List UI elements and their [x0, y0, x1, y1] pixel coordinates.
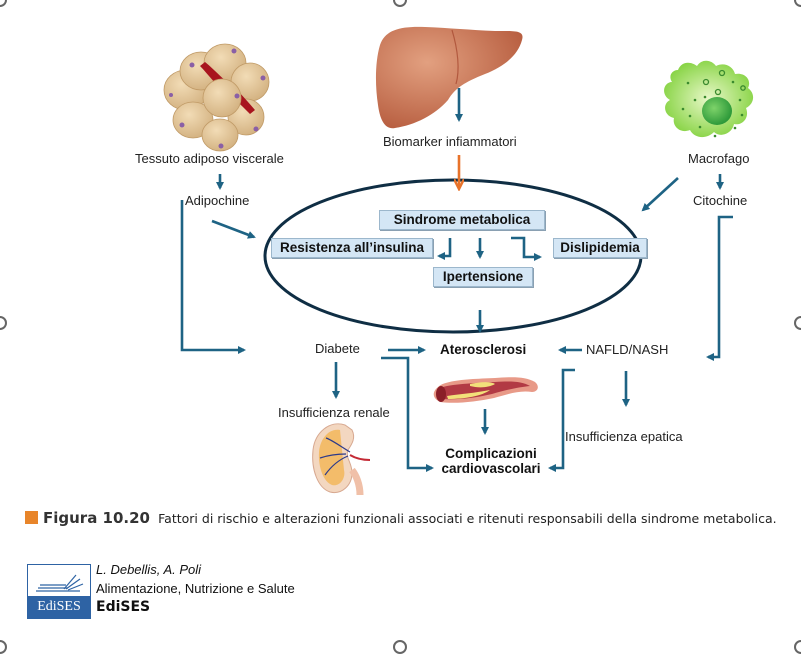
label-adipose-tissue: Tessuto adiposo viscerale [135, 151, 284, 166]
resize-handle-top-right[interactable] [794, 0, 801, 7]
label-complicazioni-cardiovascolari: Complicazioni cardiovascolari [436, 446, 546, 476]
label-insufficienza-epatica: Insufficienza epatica [565, 429, 683, 444]
figure-label: Figura 10.20 [43, 509, 150, 527]
artery-plaque-icon [433, 377, 538, 403]
resize-handle-top-center[interactable] [393, 0, 407, 7]
caption-square-icon [25, 511, 38, 524]
box-sindrome-metabolica: Sindrome metabolica [379, 210, 545, 230]
kidney-icon [312, 423, 371, 496]
box-dislipidemia: Dislipidemia [553, 238, 647, 258]
arrow-diabete-to-cardio [381, 356, 434, 472]
label-citochine: Citochine [693, 193, 748, 208]
label-macrophage: Macrofago [688, 151, 750, 166]
arrow-syndrome-to-insulin [437, 238, 452, 260]
label-nafld-nash: NAFLD/NASH [586, 342, 669, 357]
publisher-book-title: Alimentazione, Nutrizione e Salute [96, 581, 295, 596]
resize-handle-bottom-center[interactable] [393, 640, 407, 654]
label-adipochine: Adipochine [185, 193, 250, 208]
arrow-syndrome-to-dislipidemia [511, 236, 542, 261]
label-diabete: Diabete [315, 341, 360, 356]
label-insufficienza-renale: Insufficienza renale [278, 405, 390, 420]
publisher-name: EdiSES [96, 599, 151, 615]
label-biomarker: Biomarker infiammatori [383, 134, 517, 149]
label-cardio-line2: cardiovascolari [441, 461, 541, 476]
resize-handle-bottom-right[interactable] [794, 640, 801, 654]
arrow-citochine-to-nafld [706, 215, 733, 361]
arrow-macrophage-to-syndrome [641, 177, 679, 212]
box-ipertensione: Ipertensione [433, 267, 533, 287]
macrophage-icon [664, 60, 754, 138]
label-aterosclerosi: Aterosclerosi [440, 342, 527, 357]
arrow-adipochine-to-diabete [180, 200, 246, 354]
caption-text: Fattori di rischio e alterazioni funzion… [158, 511, 777, 526]
resize-handle-middle-left[interactable] [0, 316, 7, 330]
liver-icon [375, 26, 523, 129]
arrow-nafld-to-cardio [548, 368, 575, 472]
figure-caption: Figura 10.20 Fattori di rischio e altera… [25, 509, 777, 527]
label-cardio-line1: Complicazioni [445, 446, 537, 461]
resize-handle-top-left[interactable] [0, 0, 7, 7]
publisher-authors: L. Debellis, A. Poli [96, 562, 202, 577]
arrow-adipochine-to-syndrome [211, 219, 256, 239]
resize-handle-middle-right[interactable] [794, 316, 801, 330]
box-resistenza-insulina: Resistenza all’insulina [271, 238, 433, 258]
logo-text: EdiSES [28, 596, 90, 618]
open-book-icon [36, 574, 84, 592]
adipose-tissue-icon [163, 43, 270, 152]
edises-logo: EdiSES [27, 564, 91, 619]
arrows [180, 88, 733, 472]
